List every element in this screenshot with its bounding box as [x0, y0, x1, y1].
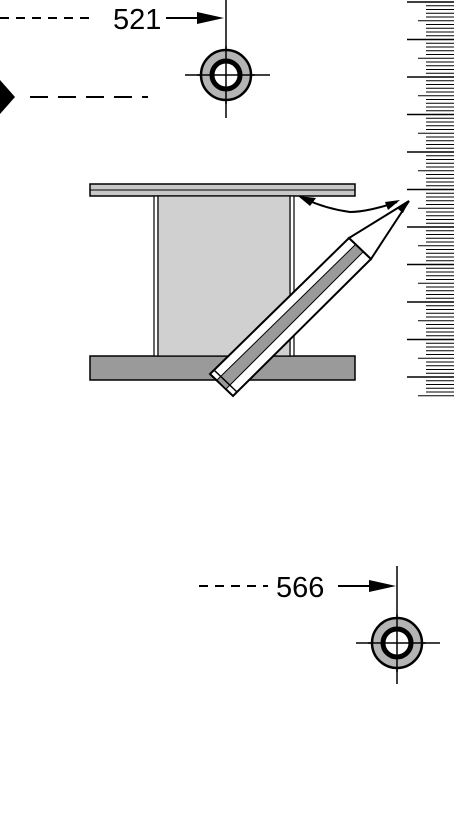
- top-measure-label: 521: [113, 4, 161, 36]
- top-measurement: 521: [0, 4, 224, 36]
- left-pointer-arrow-icon: [0, 80, 15, 114]
- ruler-scale-icon: [407, 1, 454, 397]
- bottom-measurement: 566: [199, 572, 396, 604]
- left-pointer: [0, 80, 148, 114]
- bottom-target-icon: [356, 566, 440, 684]
- bottom-measure-arrowhead: [369, 580, 396, 592]
- top-target-icon: [185, 0, 270, 118]
- bottom-measure-label: 566: [276, 572, 324, 604]
- left-post: [153, 195, 159, 357]
- pencil-icon: [208, 200, 410, 398]
- marking-arrow: [298, 196, 400, 214]
- top-measure-arrowhead: [197, 12, 224, 24]
